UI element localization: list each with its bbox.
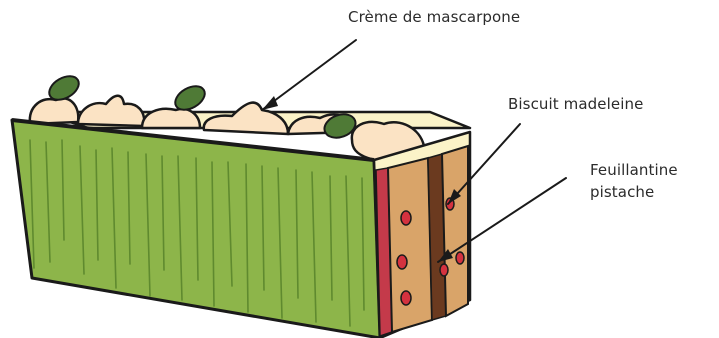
biscuit-madeleine-layer-2 bbox=[442, 146, 468, 316]
label-feuillantine-line1: Feuillantine bbox=[590, 159, 678, 181]
arrow-mascarpone bbox=[262, 40, 356, 110]
label-feuillantine-pistache: Feuillantine pistache bbox=[590, 159, 678, 203]
dollop bbox=[30, 98, 78, 124]
dollop bbox=[78, 96, 144, 126]
label-feuillantine-line2: pistache bbox=[590, 181, 678, 203]
label-creme-mascarpone: Crème de mascarpone bbox=[348, 6, 520, 28]
dollop bbox=[142, 109, 200, 128]
label-biscuit-madeleine: Biscuit madeleine bbox=[508, 93, 643, 115]
biscuit-madeleine-layer bbox=[388, 158, 432, 332]
dollop bbox=[204, 103, 288, 134]
